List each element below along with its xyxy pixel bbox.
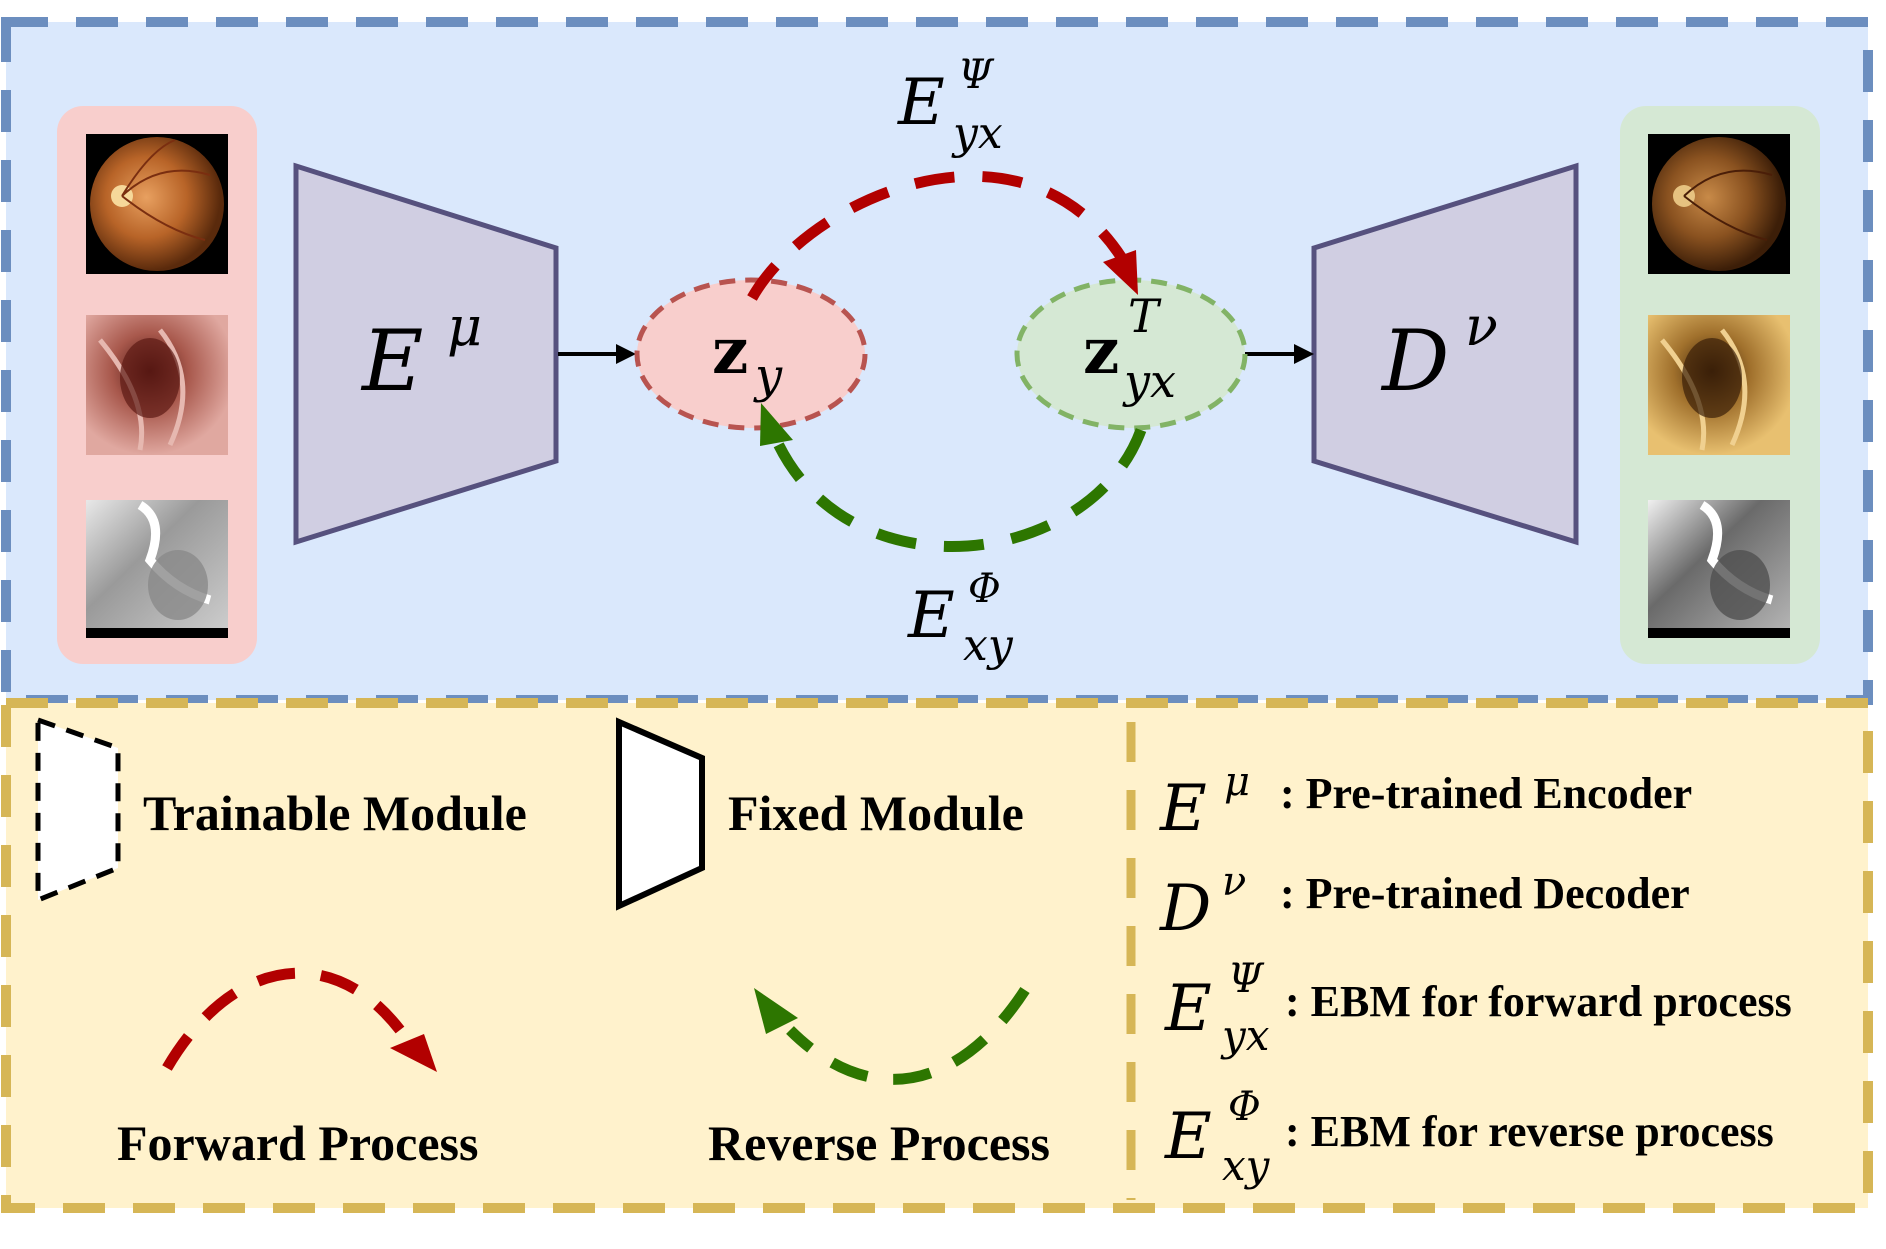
trainable-module-label: Trainable Module [143,785,527,841]
definition-forward-subscript: yx [1220,1011,1270,1060]
reverse-ebm-superscript: Φ [968,566,1001,612]
input-mri-image [86,500,228,638]
reverse-process-label: Reverse Process [708,1115,1050,1171]
definition-decoder-text: : Pre-trained Decoder [1280,869,1690,918]
fixed-module-label: Fixed Module [728,785,1024,841]
forward-ebm-subscript: yx [951,108,1003,159]
output-fundus-image [1648,134,1790,274]
definition-decoder: D ν : Pre-trained Decoder [1159,859,1690,946]
forward-process-arrow [747,171,1138,301]
encoder-superscript: μ [447,295,482,358]
definition-forward-ebm: E Ψ yx : EBM for forward process [1164,956,1792,1060]
forward-ebm-superscript: Ψ [958,52,995,98]
decoder-module: D ν [1311,162,1579,546]
reverse-process-arrow [760,403,1147,553]
definition-reverse-superscript: Φ [1228,1084,1261,1130]
forward-legend-arrow [162,967,437,1072]
fixed-module-icon [616,717,705,911]
definition-forward-symbol: E [1164,972,1212,1046]
definition-forward-superscript: Ψ [1228,956,1265,1002]
latent-zyx-superscript: T [1128,289,1162,343]
definition-forward-text: : EBM for forward process [1285,977,1792,1026]
input-fundus-image [86,134,228,274]
forward-ebm-symbol: E [897,66,945,140]
trainable-module-icon [35,716,121,904]
output-mri-image [1648,500,1790,638]
encoder-module: E μ [293,162,559,546]
definition-encoder: E μ : Pre-trained Encoder [1159,759,1692,846]
definition-reverse-subscript: xy [1222,1141,1271,1190]
encoder-symbol: E [360,312,423,410]
latent-zyx-symbol: z [1083,314,1119,389]
latent-zy-symbol: z [712,314,748,389]
definition-encoder-superscript: μ [1224,759,1250,805]
reverse-legend-arrow [754,987,1030,1085]
definition-decoder-symbol: D [1159,872,1211,946]
output-endoscopy-image [1648,315,1790,455]
reverse-ebm-subscript: xy [963,620,1014,671]
decoder-symbol: D [1380,312,1449,410]
latent-zyx-subscript: yx [1122,354,1176,408]
latent-zyx: z T yx [1014,277,1248,431]
definition-encoder-text: : Pre-trained Encoder [1280,769,1692,818]
definition-reverse-symbol: E [1164,1100,1212,1174]
latent-to-decoder-arrow [1245,344,1314,364]
definition-decoder-superscript: ν [1222,859,1246,905]
decoder-superscript: ν [1465,295,1498,358]
reverse-ebm-symbol: E [907,579,955,653]
definition-reverse-text: : EBM for reverse process [1285,1107,1774,1156]
input-endoscopy-image [86,315,228,455]
latent-zy: z y [634,277,868,431]
legend-panel-background [1,698,1873,1213]
latent-zy-subscript: y [753,348,783,404]
definition-encoder-symbol: E [1159,772,1207,846]
definition-reverse-ebm: E Φ xy : EBM for reverse process [1164,1084,1774,1190]
forward-process-label: Forward Process [117,1115,478,1171]
encoder-to-latent-arrow [558,344,636,364]
